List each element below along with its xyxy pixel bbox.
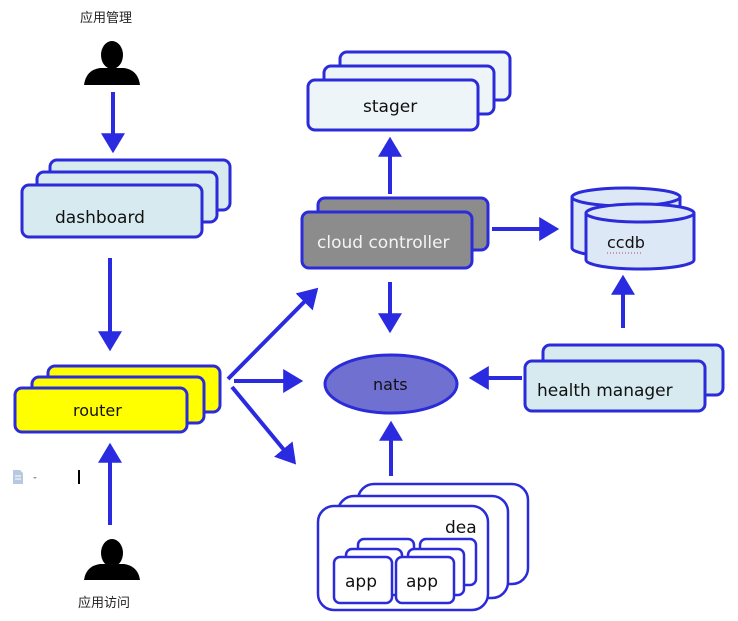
dea-label: dea xyxy=(445,518,477,538)
nats-label: nats xyxy=(373,375,408,394)
cloud-controller-label: cloud controller xyxy=(317,233,450,253)
text-cursor xyxy=(78,470,80,484)
cloud-controller-node: cloud controller xyxy=(300,196,490,270)
chevron-down-icon xyxy=(33,477,37,479)
health-manager-label: health manager xyxy=(537,381,673,401)
health-manager-node: health manager xyxy=(523,343,725,413)
nats-node: nats xyxy=(323,353,459,415)
stager-node: stager xyxy=(306,50,512,132)
stager-label: stager xyxy=(363,97,417,117)
app-label-1: app xyxy=(345,572,377,592)
ccdb-node: ccdb xyxy=(570,186,696,271)
actor-label-bottom: 应用访问 xyxy=(78,595,130,611)
dea-node: dea app app xyxy=(316,482,530,612)
paste-options-widget[interactable] xyxy=(12,469,72,485)
dashboard-label: dashboard xyxy=(55,208,145,228)
person-icon-top xyxy=(84,41,140,85)
arrow-router-to-cloud-controller xyxy=(226,287,319,381)
document-icon xyxy=(13,470,23,484)
router-node: router xyxy=(13,364,222,434)
app-label-2: app xyxy=(406,572,438,592)
router-label: router xyxy=(73,401,122,420)
person-icon-bottom xyxy=(84,539,140,580)
dashboard-node: dashboard xyxy=(20,158,232,239)
app-node-2: app xyxy=(394,537,478,605)
edges xyxy=(98,92,635,525)
actor-label-top: 应用管理 xyxy=(80,10,132,26)
ccdb-label: ccdb xyxy=(607,233,645,252)
arrow-router-to-dea xyxy=(230,385,297,465)
